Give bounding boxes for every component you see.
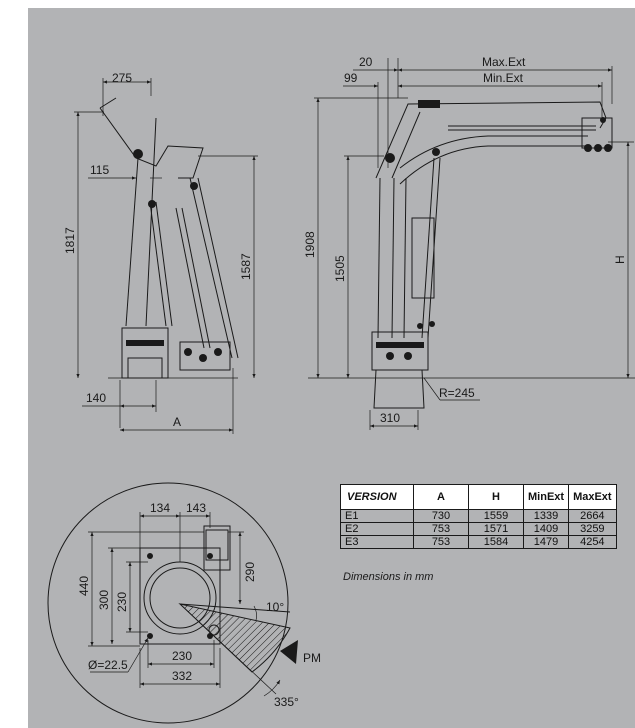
plan-view: 134 143 440 300 230 290 10° PM Ø=22.5	[47, 482, 321, 724]
dim-275-label: 275	[112, 71, 132, 85]
dim-99-label: 99	[344, 71, 358, 85]
dim-1817-label: 1817	[63, 227, 77, 254]
table-cell: 1409	[522, 522, 570, 536]
table-cell: E2	[340, 522, 414, 536]
table-cell: 1584	[468, 535, 524, 549]
dim-115-label: 115	[90, 163, 109, 177]
pm-marker-icon	[280, 640, 298, 664]
table-cell: E3	[340, 535, 414, 549]
table-cell: 753	[413, 535, 469, 549]
dim-r245-label: R=245	[439, 386, 475, 400]
col-a: A	[413, 484, 469, 510]
dim-310-label: 310	[380, 411, 400, 425]
right-side-view: 20 Max.Ext Min.Ext 99	[303, 55, 635, 430]
technical-drawing: 275 115 1817 1587	[47, 55, 635, 724]
table-cell: 1479	[522, 535, 570, 549]
dim-pm-label: PM	[303, 651, 321, 665]
table-cell: 2664	[568, 509, 617, 523]
col-minext: MinExt	[522, 484, 570, 510]
table-row: E2 753 1571 1409 3259	[340, 522, 617, 536]
working-sector	[178, 603, 291, 673]
slewing-circle	[47, 482, 289, 724]
col-maxext: MaxExt	[568, 484, 617, 510]
table-cell: 1339	[522, 509, 570, 523]
col-version: VERSION	[340, 484, 414, 510]
units-note: Dimensions in mm	[343, 571, 434, 583]
left-side-view: 275 115 1817 1587	[63, 71, 258, 434]
table-cell: 1559	[468, 509, 524, 523]
dim-140-label: 140	[86, 391, 106, 405]
table-row: E3 753 1584 1479 4254	[340, 535, 617, 549]
dim-230v-label: 230	[115, 592, 129, 612]
dim-290-label: 290	[243, 562, 257, 582]
dim-dia-label: Ø=22.5	[88, 658, 128, 672]
dim-134-label: 134	[150, 501, 170, 515]
dim-230h-label: 230	[172, 649, 192, 663]
dim-1505-label: 1505	[333, 255, 347, 282]
dim-335deg-label: 335°	[274, 695, 299, 709]
table-cell: 730	[413, 509, 469, 523]
drawing-sheet: 275 115 1817 1587	[28, 8, 635, 728]
dim-10deg-label: 10°	[266, 600, 284, 614]
dim-a-label: A	[173, 415, 181, 429]
table-row: E1 730 1559 1339 2664	[340, 509, 617, 523]
dim-300-label: 300	[97, 590, 111, 610]
table-cell: 1571	[468, 522, 524, 536]
dim-440-label: 440	[77, 576, 91, 596]
dimensions-table: VERSION A H MinExt MaxExt E1 730 1559 13…	[340, 484, 617, 549]
table-cell: 3259	[568, 522, 617, 536]
dim-max-ext-label: Max.Ext	[482, 55, 526, 69]
dim-143-label: 143	[186, 501, 206, 515]
dim-1908-label: 1908	[303, 231, 317, 258]
pivot-joint-right	[385, 153, 395, 163]
dim-1587-label: 1587	[239, 253, 253, 280]
dim-332-label: 332	[172, 669, 192, 683]
table-cell: 4254	[568, 535, 617, 549]
dim-min-ext-label: Min.Ext	[483, 71, 524, 85]
table-cell: 753	[413, 522, 469, 536]
pivot-joint	[133, 149, 143, 159]
dim-20-label: 20	[359, 55, 373, 69]
table-cell: E1	[340, 509, 414, 523]
col-h: H	[468, 484, 524, 510]
table-header-row: VERSION A H MinExt MaxExt	[340, 484, 617, 510]
dim-h-label: H	[613, 255, 627, 264]
